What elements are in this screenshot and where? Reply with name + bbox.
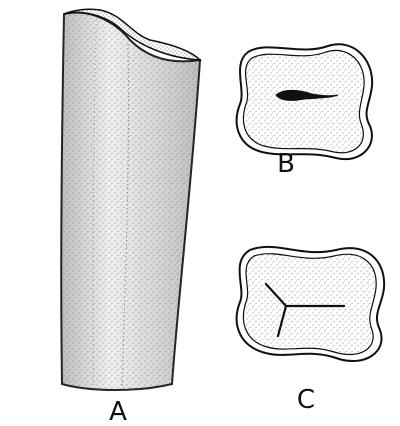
section-c-canal bbox=[264, 282, 346, 338]
specimen-c-cross-section: C bbox=[235, 245, 386, 415]
section-c-inner bbox=[242, 253, 377, 356]
shaft-ridge-line-2 bbox=[92, 19, 97, 389]
shaft-top-opening bbox=[63, 8, 202, 61]
specimen-b-cross-section: B bbox=[235, 43, 374, 179]
label-b: B bbox=[277, 149, 295, 179]
label-c: C bbox=[297, 385, 315, 415]
section-b-canal bbox=[275, 89, 339, 101]
section-b-inner bbox=[242, 49, 365, 154]
label-a: A bbox=[109, 397, 127, 426]
shaft-stipple bbox=[60, 11, 202, 391]
specimen-a-shaft bbox=[60, 8, 202, 391]
